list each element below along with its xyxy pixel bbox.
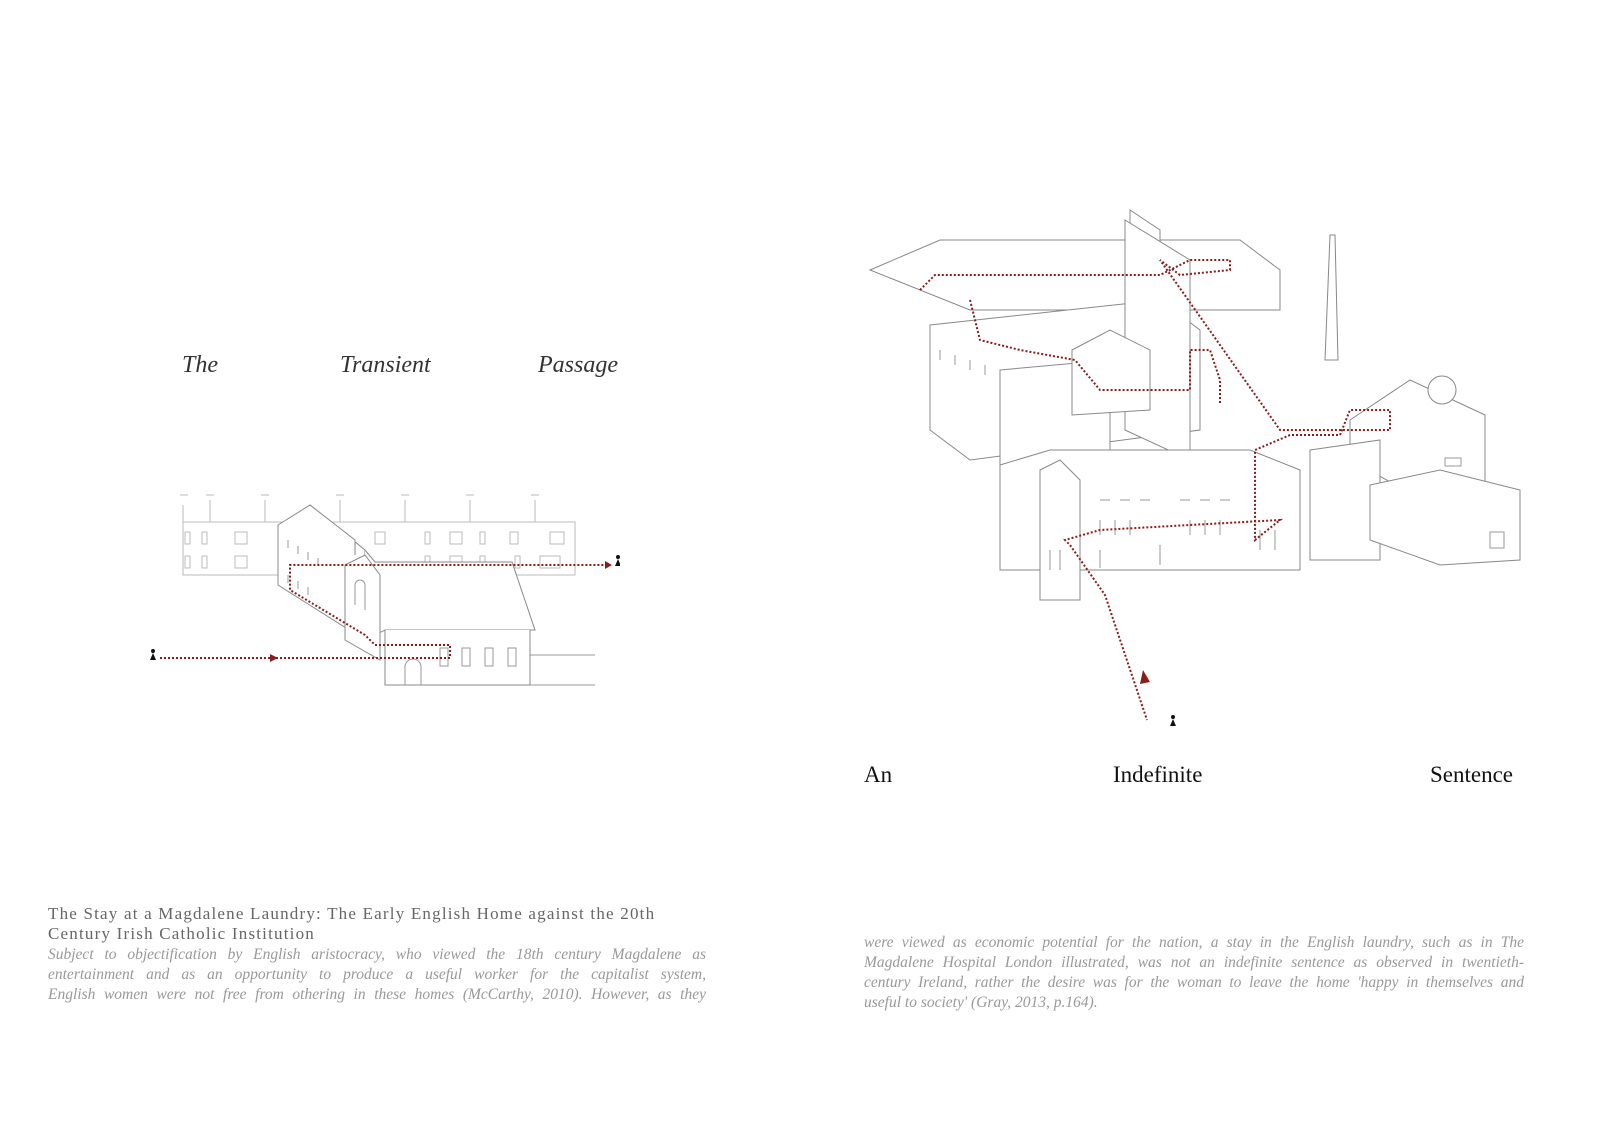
body-line: entertainment and as an opportunity to p… (48, 966, 706, 983)
body-line: English women were not free from otherin… (48, 986, 706, 1003)
body-line: Magdalene Hospital London illustrated, w… (864, 954, 1524, 971)
left-title-word-1: The (182, 352, 218, 378)
body-line: useful to society' (Gray, 2013, p.164). (864, 994, 1098, 1011)
irish-laundry-axonometric-drawing (868, 209, 1521, 726)
body-line: century Ireland, rather the desire was f… (864, 974, 1524, 991)
caption-body-left: Subject to objectification by English ar… (48, 945, 706, 1005)
right-title-word-2: Indefinite (1113, 762, 1203, 787)
english-home-axonometric-drawing (150, 494, 620, 686)
left-title-word-2: Transient (340, 352, 431, 378)
left-title-word-3: Passage (538, 352, 618, 378)
right-title-word-1: An (864, 762, 893, 787)
body-line: Subject to objectification by English ar… (48, 946, 706, 963)
figure-icon (150, 555, 620, 660)
body-line: were viewed as economic potential for th… (864, 934, 1524, 951)
caption-body-right: were viewed as economic potential for th… (864, 933, 1524, 1013)
right-title-word-3: Sentence (1430, 762, 1514, 787)
caption-heading: The Stay at a Magdalene Laundry: The Ear… (48, 904, 656, 943)
